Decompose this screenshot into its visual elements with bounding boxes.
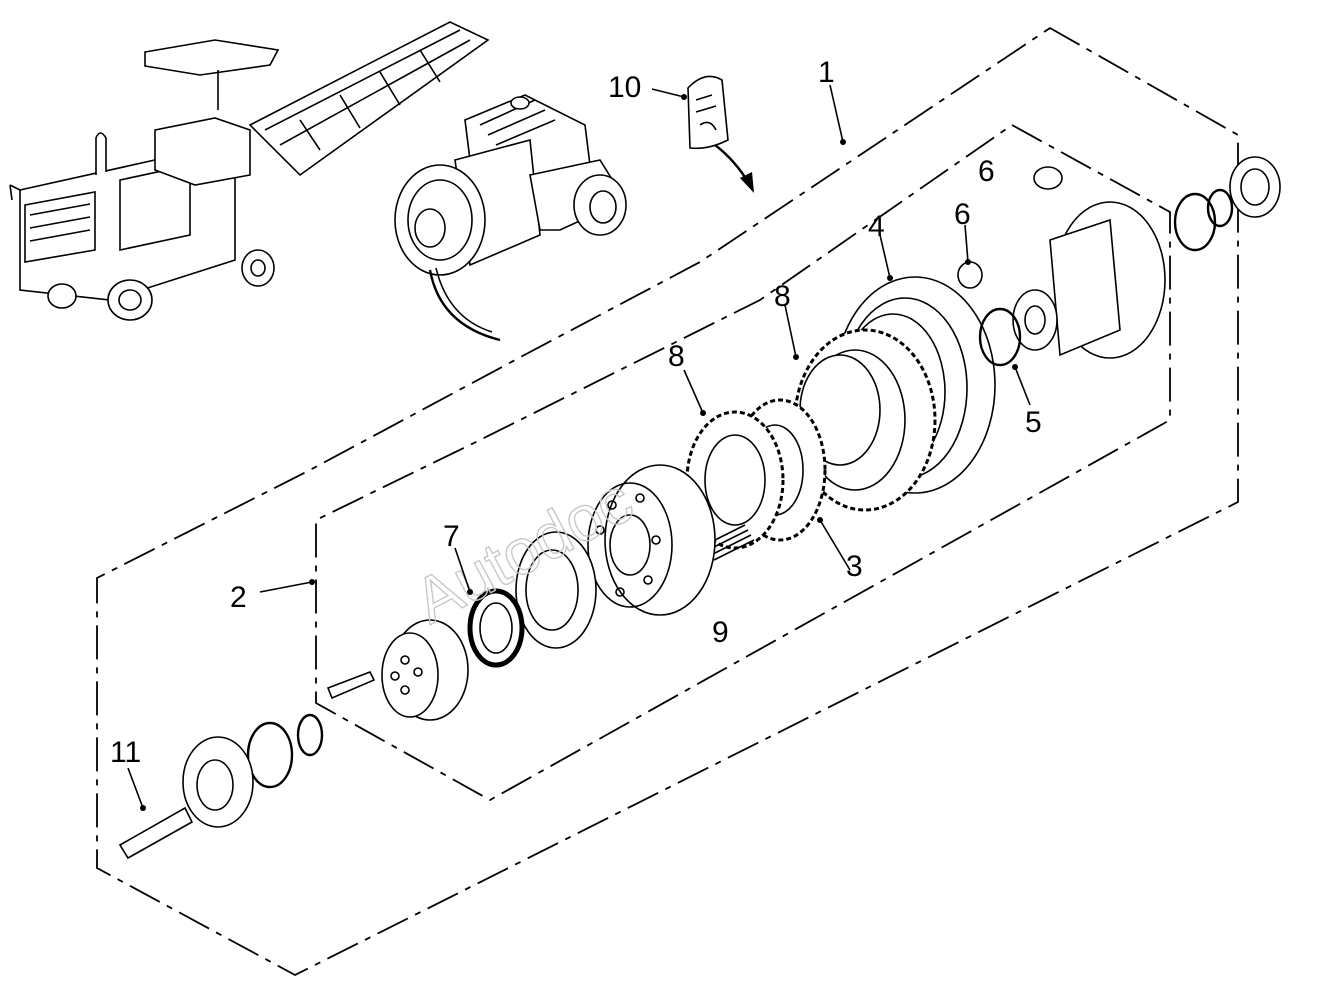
- leader-lines: [127, 84, 1031, 809]
- assembly-boundary-outer: [96, 26, 1239, 977]
- castellated-carrier: [587, 464, 716, 616]
- leader-dots: [140, 94, 1018, 811]
- right-seal: [1229, 156, 1281, 218]
- callout-10: 10: [608, 71, 641, 104]
- output-hub: [1012, 201, 1166, 359]
- hub-flange: [381, 619, 469, 721]
- callout-6-lower: 6: [954, 198, 971, 231]
- callout-5: 5: [1025, 406, 1042, 439]
- spring-pack: [704, 524, 755, 561]
- seal-ring: [467, 588, 525, 668]
- callout-11: 11: [110, 736, 141, 769]
- callout-1: 1: [818, 56, 835, 89]
- snap-ring-small-left: [296, 713, 324, 757]
- splined-coupling: [182, 736, 254, 828]
- callout-3: 3: [846, 550, 863, 583]
- spring-pin: [326, 670, 376, 700]
- snap-ring-5: [978, 307, 1022, 367]
- callout-7: 7: [443, 520, 460, 553]
- bearing-ring: [515, 531, 597, 649]
- input-shaft: [118, 806, 194, 860]
- snap-ring-right-1: [1173, 192, 1217, 252]
- callout-8-upper: 8: [774, 280, 791, 313]
- callout-8-lower: 8: [668, 340, 685, 373]
- callout-4: 4: [868, 210, 885, 243]
- callout-2: 2: [230, 581, 247, 614]
- milling-machine-illustration: [9, 21, 490, 321]
- arrow-head: [740, 172, 754, 193]
- snap-ring-right-2: [1206, 188, 1234, 228]
- callout-9: 9: [712, 616, 729, 649]
- parts-bag-illustration: [687, 75, 729, 150]
- snap-ring-large-left: [246, 721, 294, 789]
- callout-6-upper: 6: [978, 155, 995, 188]
- gearbox-illustration: [394, 94, 627, 342]
- spring-plug-6: [957, 166, 1063, 289]
- assembly-boundary-inner: [315, 123, 1171, 802]
